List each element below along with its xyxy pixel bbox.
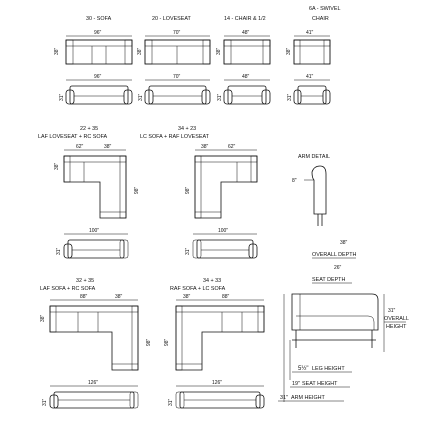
swivel-height-dim: 31" <box>287 93 293 101</box>
sectional-d-top-view: 38" 88" 98" <box>164 294 265 371</box>
seat-height-label: SEAT HEIGHT <box>302 381 338 387</box>
sec-b-w1: 38" <box>201 144 209 150</box>
loveseat-front-width-dim: 70" <box>173 74 181 80</box>
sec-a-w1: 62" <box>76 144 84 150</box>
loveseat-depth-dim: 38" <box>137 47 143 55</box>
leg-height-dim: 5½" <box>298 365 308 372</box>
overall-height-label-1: OVERALL <box>384 316 409 322</box>
sec-a-code: 22 + 35 <box>80 126 98 132</box>
sectional-d-front-view: 126" 31" <box>168 380 265 409</box>
sec-a-w2: 38" <box>104 144 112 150</box>
sec-b-w2: 62" <box>228 144 236 150</box>
sec-c-code: 32 + 35 <box>76 278 94 284</box>
swivel-top-view: 38" <box>286 39 331 65</box>
leg-height-label: LEG HEIGHT <box>312 366 345 372</box>
sec-c-name: LAF SOFA + RC SOFA <box>40 286 96 292</box>
depth-callouts: 38" OVERALL DEPTH 26" SEAT DEPTH <box>312 240 357 284</box>
sec-d-w1: 38" <box>183 294 191 300</box>
overall-height-dim: 31" <box>388 308 396 314</box>
chair-front-width-dim: 48" <box>242 74 250 80</box>
sofa-width-dim: 96" <box>94 30 102 36</box>
sec-a-depth: 38" <box>54 162 60 170</box>
sec-c-w2: 38" <box>115 294 123 300</box>
arm-width-dim: 8" <box>292 178 297 184</box>
sofa-depth-dim: 38" <box>54 47 60 55</box>
sectional-c-top-view: 88" 38" 38" 98" <box>40 294 152 371</box>
sofa-height-dim: 31" <box>59 93 65 101</box>
seat-depth-dim: 26" <box>334 265 342 271</box>
sec-d-front: 126" <box>212 380 222 386</box>
sec-d-code: 34 + 33 <box>203 278 221 284</box>
chair-top-view: 38" <box>216 39 271 65</box>
overall-depth-label: OVERALL DEPTH <box>312 252 357 258</box>
sec-b-length: 98" <box>185 186 191 194</box>
sec-b-front: 100" <box>218 228 228 234</box>
sec-b-height: 31" <box>185 247 191 255</box>
seat-depth-label: SEAT DEPTH <box>312 277 345 283</box>
chair-width-dim: 48" <box>242 30 250 36</box>
arm-detail: ARM DETAIL 8" <box>292 154 330 226</box>
sectional-b-top-view: 38" 62" 98" <box>185 144 258 219</box>
sofa-front-width-dim: 96" <box>94 74 102 80</box>
sec-c-w1: 88" <box>80 294 88 300</box>
overall-height-label-2: HEIGHT <box>386 324 407 330</box>
sec-c-height: 31" <box>42 398 48 406</box>
swivel-depth-dim: 38" <box>286 47 292 55</box>
swivel-front-view: 31" <box>287 85 331 105</box>
sec-b-name: LC SOFA + RAF LOVESEAT <box>140 134 210 140</box>
overall-depth-dim: 38" <box>340 240 348 246</box>
loveseat-front-view: 31" <box>138 85 211 105</box>
loveseat-label: 20 - LOVESEAT <box>152 16 192 22</box>
sec-b-code: 34 + 23 <box>178 126 196 132</box>
chair-depth-dim: 38" <box>216 47 222 55</box>
swivel-label-top: 6A - SWIVEL <box>309 6 340 12</box>
sectional-b-front-view: 100" 31" <box>185 228 258 259</box>
swivel-front-width-dim: 41" <box>306 74 314 80</box>
loveseat-top-view: 38" <box>137 39 211 65</box>
chair-front-view: 31" <box>217 85 271 105</box>
sec-d-length: 98" <box>164 338 170 346</box>
arm-height-label: ARM HEIGHT <box>291 395 326 401</box>
swivel-width-dim: 41" <box>306 30 314 36</box>
sec-c-front: 126" <box>88 380 98 386</box>
side-profile-diagram: 31" OVERALL HEIGHT 5½" LEG HEIGHT 19" SE… <box>278 293 409 402</box>
seat-height-dim: 19" <box>292 381 300 387</box>
arm-detail-label: ARM DETAIL <box>298 154 330 160</box>
swivel-label-bottom: CHAIR <box>312 16 329 22</box>
sec-d-name: RAF SOFA + LC SOFA <box>170 286 226 292</box>
top-width-dimensions: 96" 70" 48" 41" <box>66 30 330 37</box>
chair-label: 14 - CHAIR & 1/2 <box>224 16 266 22</box>
sec-a-name: LAF LOVESEAT + RC SOFA <box>38 134 108 140</box>
loveseat-width-dim: 70" <box>173 30 181 36</box>
front-width-dimensions: 96" 70" 48" 41" <box>66 74 330 81</box>
sec-d-height: 31" <box>168 398 174 406</box>
sec-a-height: 31" <box>56 247 62 255</box>
chair-height-dim: 31" <box>217 93 223 101</box>
sectional-c-front-view: 126" 31" <box>42 380 139 409</box>
sec-c-depth: 38" <box>40 314 46 322</box>
sec-a-front: 100" <box>89 228 99 234</box>
sec-d-w2: 88" <box>222 294 230 300</box>
sec-c-length: 98" <box>146 338 152 346</box>
sofa-top-view: 38" <box>54 39 133 65</box>
sectional-a-top-view: 62" 38" 38" 98" <box>54 144 140 219</box>
sec-a-length: 98" <box>134 186 140 194</box>
arm-height-dim: 31" <box>280 395 288 401</box>
loveseat-height-dim: 31" <box>138 93 144 101</box>
sectional-a-front-view: 100" 31" <box>56 228 129 259</box>
sofa-label: 30 - SOFA <box>86 16 112 22</box>
sofa-front-view: 31" <box>59 85 133 105</box>
